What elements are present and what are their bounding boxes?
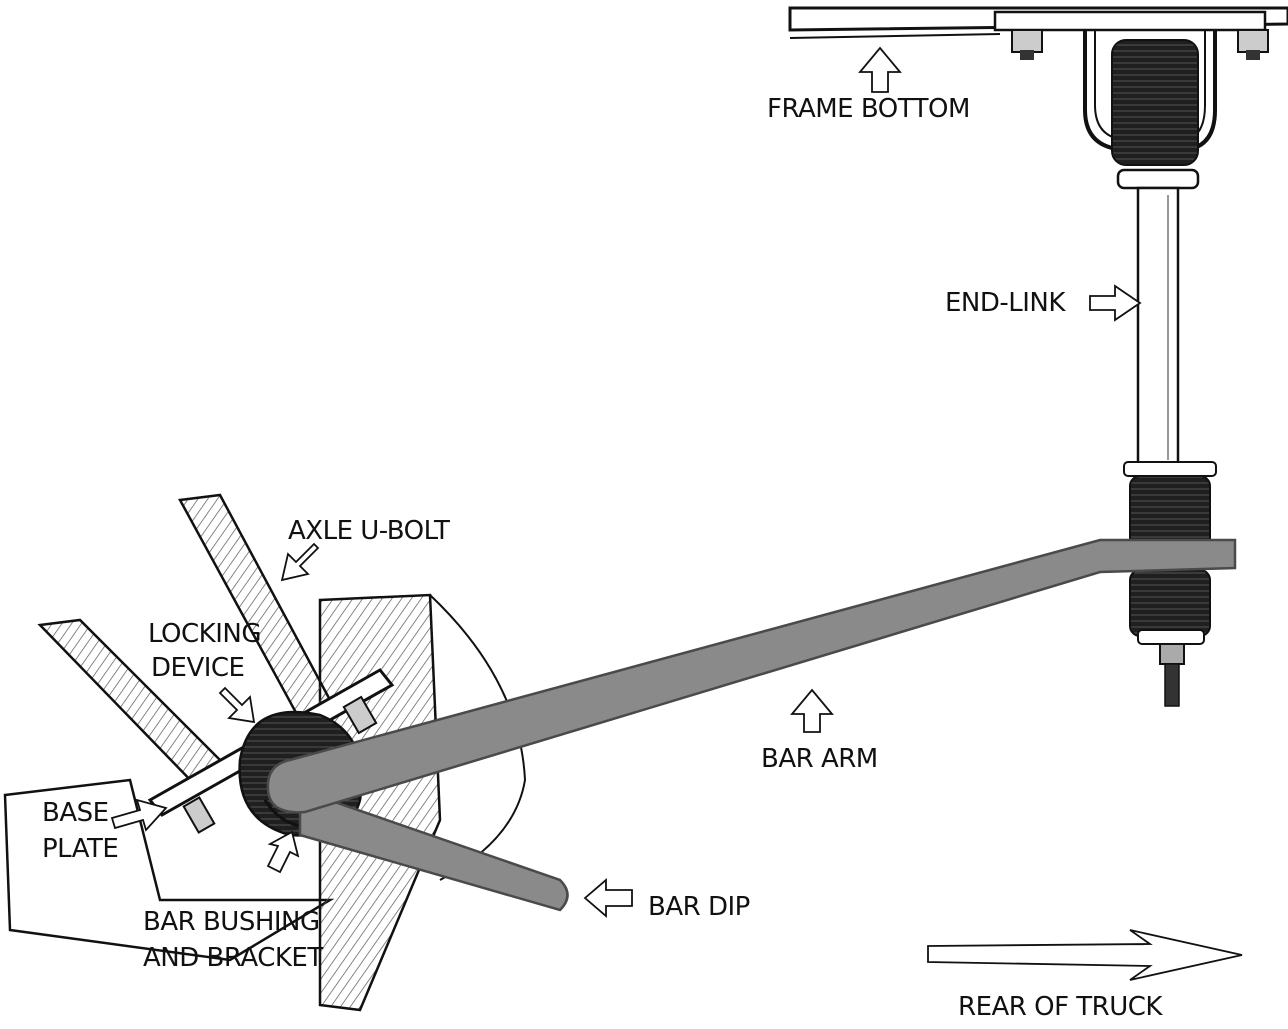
end-link-rod: [1136, 186, 1180, 470]
upper-endlink-bushing: [1111, 39, 1200, 190]
axle-mount: [3, 493, 527, 1012]
rear-of-truck-arrow-icon: [927, 929, 1243, 981]
frame-bottom-arrow-icon: [858, 46, 902, 93]
label-base-plate-line1: BASE: [42, 798, 109, 828]
annotation-arrows: [110, 46, 1243, 981]
label-frame-bottom: FRAME BOTTOM: [767, 94, 970, 124]
lower-endlink-bushing: [1123, 461, 1217, 707]
axle-u-bolt-arrow-icon: [280, 542, 320, 582]
label-bar-bushing-line2: AND BRACKET: [143, 943, 323, 973]
label-base-plate-line2: PLATE: [42, 834, 119, 864]
locking-device-arrow-icon: [218, 686, 256, 724]
label-bar-bushing-line1: BAR BUSHING: [143, 907, 320, 937]
end-link-arrow-icon: [1089, 284, 1142, 322]
bar-dip-arrow-icon: [583, 878, 633, 918]
label-axle-u-bolt: AXLE U-BOLT: [288, 516, 450, 546]
bar-arm: [266, 538, 1237, 814]
bar-arm-arrow-icon: [790, 688, 834, 733]
bar-dip: [298, 788, 569, 912]
frame-rail: [788, 6, 1288, 152]
bar-bushing-arrow-icon: [266, 830, 300, 874]
label-rear-of-truck: REAR OF TRUCK: [958, 992, 1162, 1022]
label-end-link: END-LINK: [945, 288, 1065, 318]
label-locking-device-line1: LOCKING: [148, 619, 262, 649]
label-bar-dip: BAR DIP: [648, 892, 750, 922]
label-locking-device-line2: DEVICE: [151, 653, 245, 683]
base-plate-arrow-icon: [110, 798, 168, 832]
label-bar-arm: BAR ARM: [761, 744, 878, 774]
